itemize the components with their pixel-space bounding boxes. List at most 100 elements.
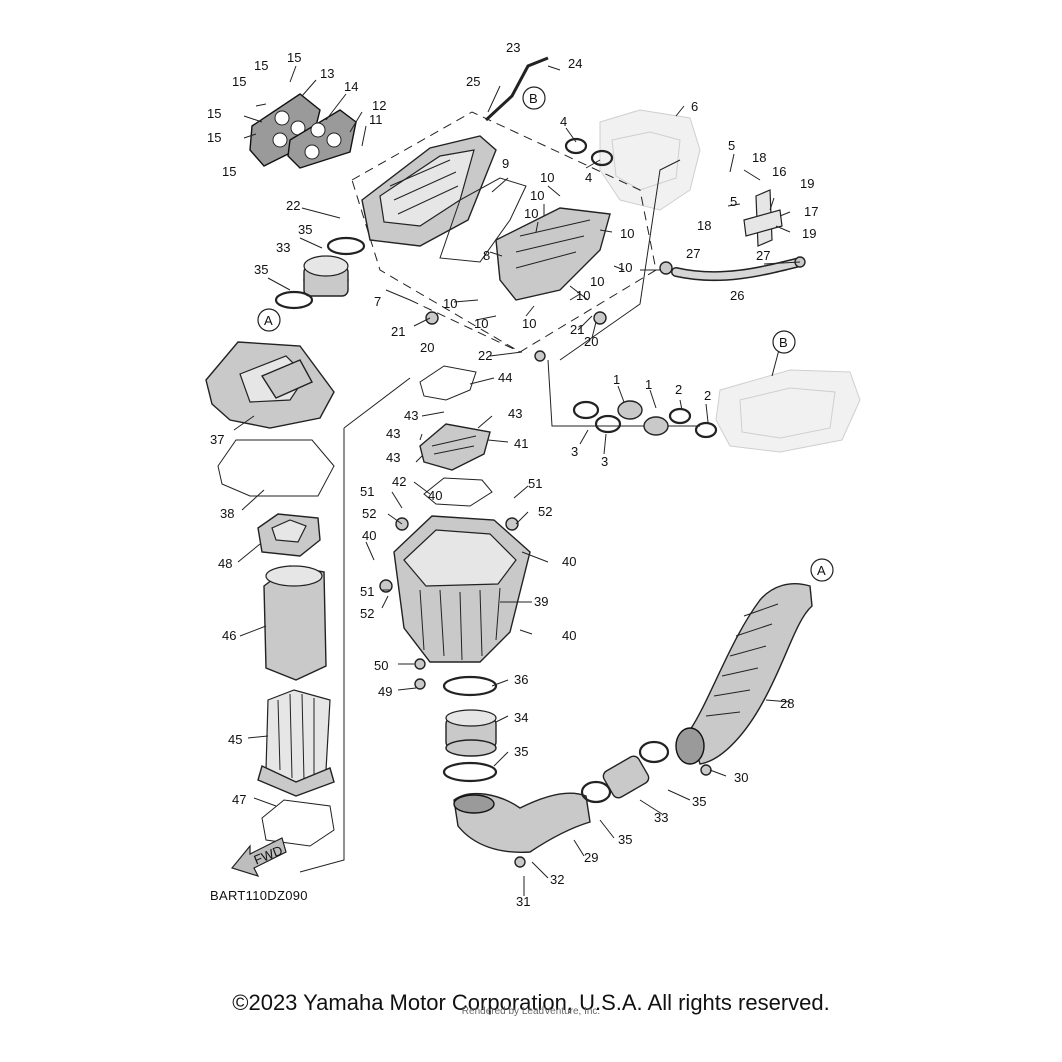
callout-19: 19 xyxy=(802,226,816,241)
gasket-9 xyxy=(439,177,527,263)
callout-15: 15 xyxy=(207,106,221,121)
callout-28: 28 xyxy=(780,696,794,711)
clamp-35-right xyxy=(580,740,670,804)
copyright-notice: ©2023 Yamaha Motor Corporation, U.S.A. A… xyxy=(232,990,830,1015)
callout-15: 15 xyxy=(287,50,301,65)
callout-40: 40 xyxy=(428,488,442,503)
callout-40: 40 xyxy=(362,528,376,543)
fasteners xyxy=(379,256,806,868)
callout-31: 31 xyxy=(516,894,530,909)
ref-a-left-text: A xyxy=(264,313,273,328)
assembly-outline-upper xyxy=(351,111,657,353)
cage-45 xyxy=(257,689,335,797)
callout-16: 16 xyxy=(772,164,786,179)
callout-24: 24 xyxy=(568,56,582,71)
callout-19: 19 xyxy=(800,176,814,191)
duct-28 xyxy=(675,582,813,765)
callout-13: 13 xyxy=(320,66,334,81)
gasket-42 xyxy=(423,477,493,507)
callout-14: 14 xyxy=(344,79,358,94)
callout-9: 9 xyxy=(502,156,509,171)
callout-51: 51 xyxy=(528,476,542,491)
callout-10: 10 xyxy=(530,188,544,203)
callout-34: 34 xyxy=(514,710,528,725)
callout-40: 40 xyxy=(562,628,576,643)
callout-39: 39 xyxy=(534,594,548,609)
callout-52: 52 xyxy=(362,506,376,521)
callout-35: 35 xyxy=(298,222,312,237)
callout-38: 38 xyxy=(220,506,234,521)
ref-marker-a-right: A xyxy=(810,558,834,582)
hose-26 xyxy=(671,257,805,282)
callout-30: 30 xyxy=(734,770,748,785)
callout-26: 26 xyxy=(730,288,744,303)
leader-lines xyxy=(233,65,801,896)
callout-20: 20 xyxy=(420,340,434,355)
clamp-35-upper xyxy=(274,236,366,310)
engine-ghost-top xyxy=(599,109,701,211)
gasket-14 xyxy=(287,109,357,169)
callout-43: 43 xyxy=(508,406,522,421)
callout-17: 17 xyxy=(804,204,818,219)
callout-46: 46 xyxy=(222,628,236,643)
callout-44: 44 xyxy=(498,370,512,385)
cover-8 xyxy=(495,207,611,301)
callout-29: 29 xyxy=(584,850,598,865)
callout-35: 35 xyxy=(692,794,706,809)
seal-rings-right xyxy=(564,137,718,439)
filter-46 xyxy=(263,565,327,681)
callout-8: 8 xyxy=(483,248,490,263)
callout-12: 12 xyxy=(372,98,386,113)
callout-6: 6 xyxy=(691,99,698,114)
callout-21: 21 xyxy=(391,324,405,339)
callout-25: 25 xyxy=(466,74,480,89)
ref-a-right-text: A xyxy=(817,563,826,578)
callout-1: 1 xyxy=(645,377,652,392)
callout-51: 51 xyxy=(360,484,374,499)
ref-marker-b-top: B xyxy=(522,86,546,110)
callout-36: 36 xyxy=(514,672,528,687)
ref-marker-a-left: A xyxy=(257,308,281,332)
callout-2: 2 xyxy=(704,388,711,403)
callout-49: 49 xyxy=(378,684,392,699)
callout-10: 10 xyxy=(618,260,632,275)
callout-2: 2 xyxy=(675,382,682,397)
plate-13 xyxy=(249,93,321,167)
callout-35: 35 xyxy=(254,262,268,277)
drawing-code: BART110DZ090 xyxy=(210,888,308,903)
bracket-16 xyxy=(743,189,783,247)
callout-33: 33 xyxy=(276,240,290,255)
gasket-44 xyxy=(419,365,477,401)
clamp-36 xyxy=(442,675,498,697)
callout-10: 10 xyxy=(540,170,554,185)
callout-1: 1 xyxy=(613,372,620,387)
callout-11: 11 xyxy=(369,112,383,127)
callout-7: 7 xyxy=(374,294,381,309)
callout-51: 51 xyxy=(360,584,374,599)
callout-52: 52 xyxy=(538,504,552,519)
callout-18: 18 xyxy=(752,150,766,165)
gasket-38 xyxy=(217,439,335,497)
callout-40: 40 xyxy=(562,554,576,569)
airbox-case-39 xyxy=(393,515,531,663)
callouts: 1 1 2 2 3 3 4 4 5 5 6 7 8 9 10 10 10 10 … xyxy=(207,40,818,909)
render-credit: Rendered by LeadVenture, Inc. xyxy=(461,1006,601,1017)
callout-22: 22 xyxy=(286,198,300,213)
coupling-33-upper xyxy=(303,255,349,297)
coupling-33-lower xyxy=(602,755,650,799)
callout-48: 48 xyxy=(218,556,232,571)
ref-marker-b-right: B xyxy=(772,330,796,354)
callout-47: 47 xyxy=(232,792,246,807)
callout-15: 15 xyxy=(207,130,221,145)
callout-43: 43 xyxy=(386,450,400,465)
fwd-label: FWD xyxy=(252,842,285,867)
callout-23: 23 xyxy=(506,40,520,55)
fwd-arrow-icon: FWD xyxy=(230,837,287,877)
callout-18: 18 xyxy=(697,218,711,233)
callout-3: 3 xyxy=(601,454,608,469)
coupling-34 xyxy=(445,709,497,757)
intake-box-7 xyxy=(361,135,497,247)
callout-15: 15 xyxy=(222,164,236,179)
callout-43: 43 xyxy=(386,426,400,441)
